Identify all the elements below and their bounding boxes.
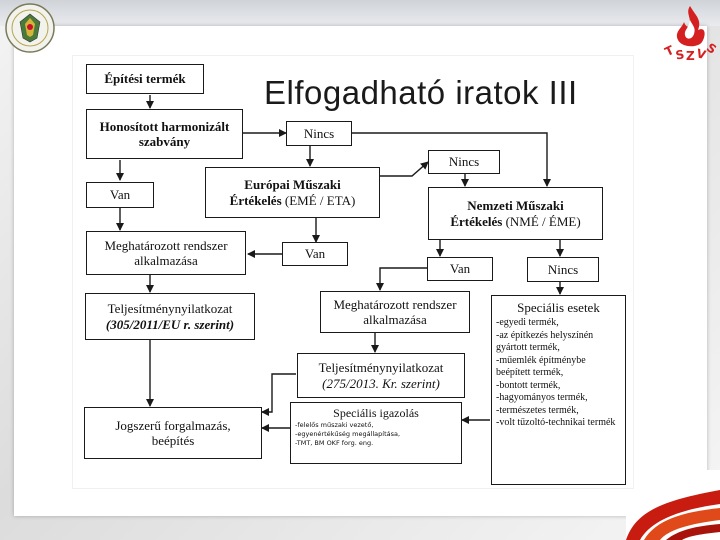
europai-line2-rest: (EMÉ / ETA)	[281, 192, 356, 208]
specialis-esetek-item: -műemlék építménybe beépített termék,	[496, 354, 586, 379]
europai-line2: Értékelés (EMÉ / ETA)	[230, 193, 356, 208]
specialis-esetek-item: -egyedi termék,	[496, 317, 559, 329]
specialis-esetek-title: Speciális esetek	[517, 300, 600, 315]
box-meghatarozott-rendszer-2: Meghatározott rendszer alkalmazása	[320, 291, 470, 333]
nemzeti-line2-bold: Értékelés	[450, 213, 503, 229]
box-specialis-esetek: Speciális esetek -egyedi termék, -az épí…	[491, 295, 626, 485]
telj-1-line1: Teljesítménynyilatkozat	[107, 301, 233, 317]
svg-text:S: S	[674, 47, 685, 62]
box-van-2: Van	[282, 242, 348, 266]
specialis-igazolas-title: Speciális igazolás	[333, 406, 419, 420]
box-nincs-3: Nincs	[527, 257, 599, 282]
specialis-esetek-list: -egyedi termék, -az építkezés helyszínén…	[496, 317, 621, 430]
box-nemzeti-muszaki-ertekeles: Nemzeti Műszaki Értékelés (NMÉ / ÉME)	[428, 187, 603, 240]
box-europai-muszaki-ertekeles: Európai Műszaki Értékelés (EMÉ / ETA)	[205, 167, 380, 218]
box-jogszeru-forgalmazas: Jogszerű forgalmazás, beépítés	[84, 407, 262, 459]
box-van-1: Van	[86, 182, 154, 208]
decorative-flames-icon	[626, 470, 720, 540]
box-nincs-1: Nincs	[286, 121, 352, 146]
page-title: Elfogadható iratok III	[264, 74, 578, 111]
specialis-esetek-item: -volt tűzoltó-technikai termék	[496, 417, 616, 429]
telj-2-line1: Teljesítménynyilatkozat	[318, 360, 444, 376]
box-honositott-szabvany: Honosított harmonizált szabvány	[86, 109, 243, 159]
flame-logo-icon: T S Z V S	[663, 6, 718, 62]
crest-logo-icon	[5, 3, 55, 53]
nemzeti-line1: Nemzeti Műszaki	[467, 198, 564, 214]
svg-text:V: V	[695, 46, 708, 62]
nemzeti-line2: Értékelés (NMÉ / ÉME)	[450, 214, 580, 229]
svg-text:S: S	[704, 40, 718, 56]
specialis-igazolas-item: -TMT, BM OKF forg. eng.	[295, 438, 374, 447]
telj-2-line2: (275/2013. Kr. szerint)	[322, 375, 440, 391]
box-teljesitmenynyilatkozat-2: Teljesítménynyilatkozat (275/2013. Kr. s…	[297, 353, 465, 398]
specialis-esetek-item: -természetes termék,	[496, 404, 579, 416]
nemzeti-line2-rest: (NMÉ / ÉME)	[502, 213, 581, 229]
svg-text:Z: Z	[686, 49, 695, 62]
box-epitesi-termek: Építési termék	[86, 64, 204, 94]
europai-line2-bold: Értékelés	[229, 192, 282, 208]
specialis-esetek-item: -az építkezés helyszínén gyártott termék…	[496, 329, 594, 354]
specialis-igazolas-item: -felelős műszaki vezető,	[295, 421, 374, 430]
specialis-esetek-item: -hagyományos termék,	[496, 392, 588, 404]
europai-line1: Európai Műszaki	[244, 177, 341, 193]
box-meghatarozott-rendszer-1: Meghatározott rendszer alkalmazása	[86, 231, 246, 275]
telj-1-line2: (305/2011/EU r. szerint)	[105, 316, 235, 332]
specialis-igazolas-item: -egyenértékűség megállapítása,	[295, 429, 401, 438]
box-van-3: Van	[427, 257, 493, 281]
box-teljesitmenynyilatkozat-1: Teljesítménynyilatkozat (305/2011/EU r. …	[85, 293, 255, 340]
top-band	[0, 0, 720, 26]
specialis-esetek-item: -bontott termék,	[496, 379, 561, 391]
box-specialis-igazolas: Speciális igazolás -felelős műszaki veze…	[290, 402, 462, 464]
specialis-igazolas-list: -felelős műszaki vezető, -egyenértékűség…	[295, 421, 457, 447]
box-nincs-2: Nincs	[428, 150, 500, 174]
